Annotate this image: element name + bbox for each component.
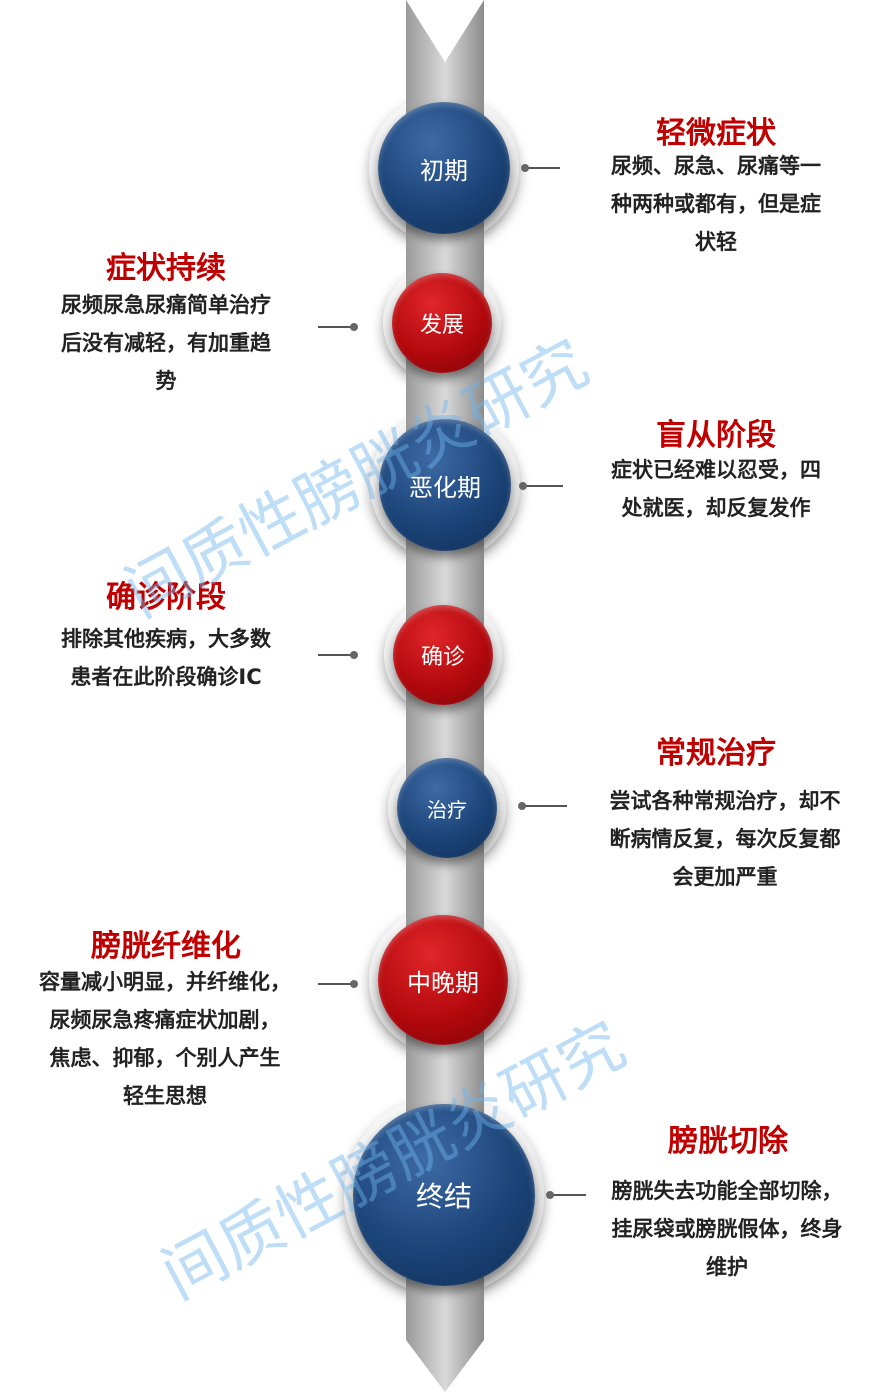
stage-circle-7: 终结	[344, 1095, 544, 1295]
note-desc-2: 尿频尿急尿痛简单治疗后没有减轻，有加重趋势	[61, 293, 271, 393]
note-desc-1: 尿频、尿急、尿痛等一种两种或都有，但是症状轻	[611, 154, 821, 254]
stage-label: 恶化期	[409, 473, 481, 502]
stage-label: 终结	[415, 1180, 472, 1213]
note-desc-7: 膀胱失去功能全部切除，挂尿袋或膀胱假体，终身维护	[611, 1179, 843, 1279]
connector-3	[525, 485, 563, 487]
stage-circle-6: 中晚期	[369, 906, 517, 1054]
spine-notch	[406, 0, 484, 62]
connector-4	[318, 654, 354, 656]
stage-label: 发展	[419, 313, 464, 338]
note-desc-4: 排除其他疾病，大多数患者在此阶段确诊IC	[61, 627, 271, 689]
stage-circle-1: 初期	[369, 93, 519, 243]
note-title-7: 膀胱切除	[668, 1124, 788, 1159]
stage-circle-5: 治疗	[388, 749, 506, 867]
note-title-6: 膀胱纤维化	[91, 929, 241, 964]
note-title-5: 常规治疗	[656, 736, 776, 771]
note-title-2: 症状持续	[106, 251, 226, 286]
note-title-4: 确诊阶段	[106, 580, 226, 615]
connector-1	[528, 167, 560, 169]
note-title-1: 轻微症状	[656, 116, 776, 151]
note-desc-3: 症状已经难以忍受，四处就医，却反复发作	[611, 458, 821, 520]
connector-dot	[521, 164, 529, 172]
connector-2	[318, 326, 354, 328]
stage-label: 确诊	[420, 645, 465, 670]
connector-dot	[350, 980, 358, 988]
note-title-3: 盲从阶段	[656, 418, 776, 453]
stage-label: 治疗	[427, 797, 467, 822]
connector-6	[318, 983, 354, 985]
connector-dot	[518, 802, 526, 810]
note-desc-5: 尝试各种常规治疗，却不断病情反复，每次反复都会更加严重	[609, 789, 841, 889]
stage-label: 中晚期	[407, 968, 479, 997]
stage-circle-2: 发展	[383, 264, 501, 382]
connector-dot	[350, 323, 358, 331]
connector-dot	[350, 651, 358, 659]
connector-7	[552, 1194, 586, 1196]
connector-dot	[519, 482, 527, 490]
stage-circle-3: 恶化期	[370, 410, 520, 560]
connector-dot	[546, 1191, 554, 1199]
stage-label: 初期	[420, 156, 468, 185]
stage-circle-4: 确诊	[384, 596, 502, 714]
connector-5	[525, 805, 567, 807]
note-desc-6: 容量减小明显，并纤维化，尿频尿急疼痛症状加剧，焦虑、抑郁，个别人产生轻生思想	[39, 970, 291, 1108]
